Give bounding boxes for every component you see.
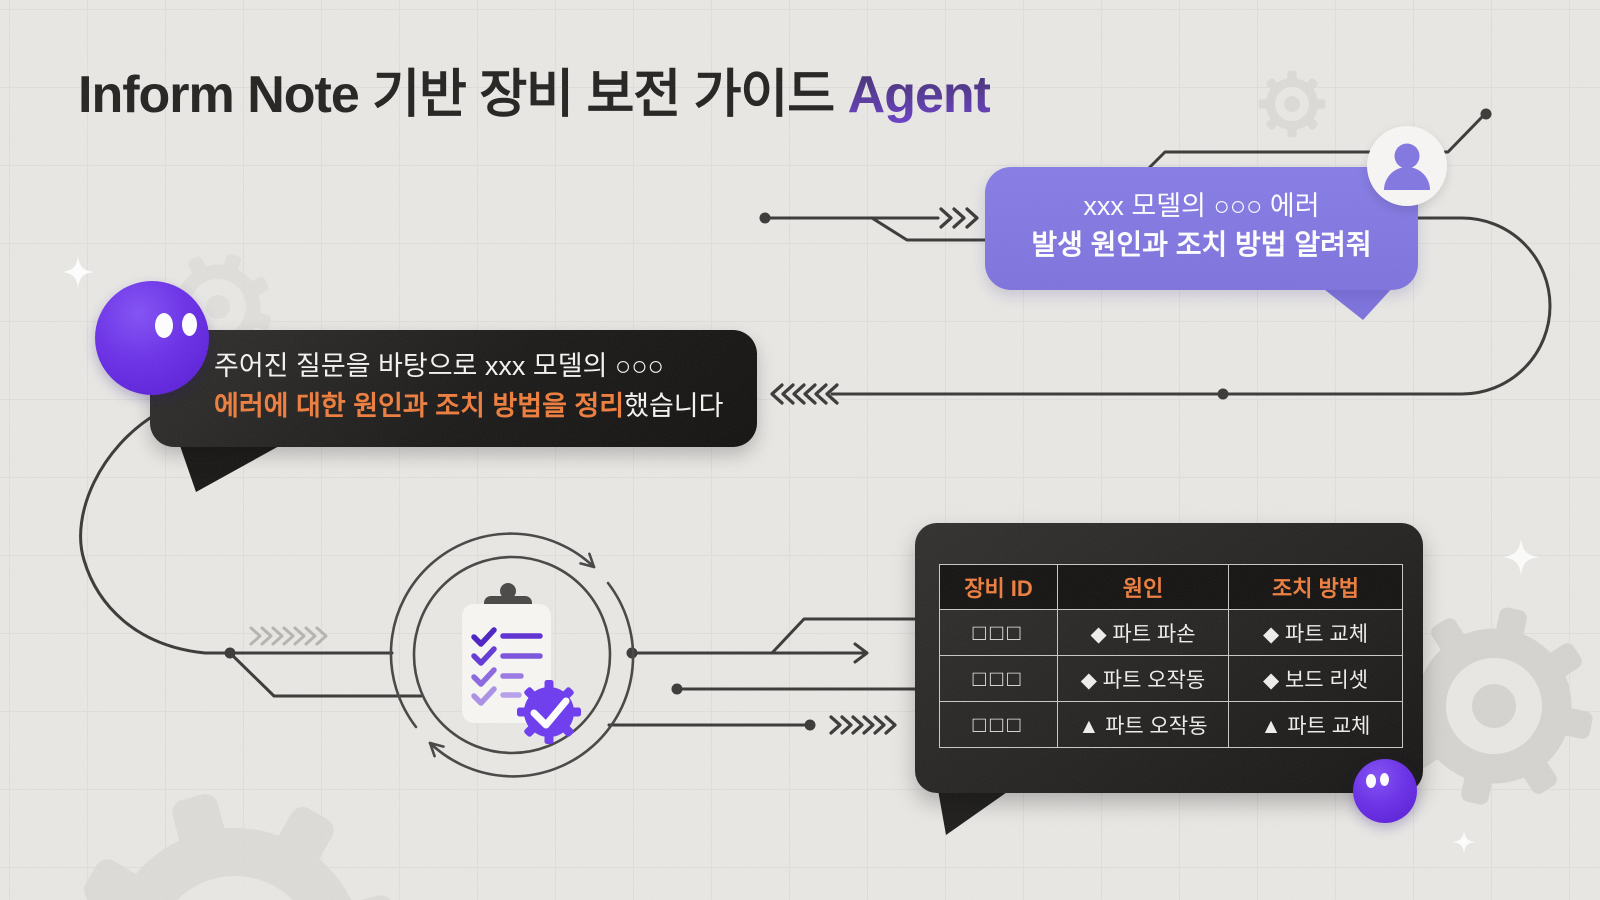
chevron-right-light-icon [249,626,328,646]
connector-line [870,216,992,242]
sparkle-icon [1452,830,1476,854]
chevron-left-icon [770,383,839,405]
cell-action: ◆ 파트 교체 [1228,609,1403,656]
cell-cause: ◆ 파트 파손 [1057,609,1229,656]
table-row: □□□ ◆ 파트 파손 ◆ 파트 교체 [939,609,1403,656]
panel-bubble-tail [938,790,1010,835]
maintenance-result-table: 장비 ID 원인 조치 방법 □□□ ◆ 파트 파손 ◆ 파트 교체 □□□ ◆… [939,564,1403,748]
user-question-line2: 발생 원인과 조치 방법 알려줘 [1031,229,1372,260]
header-action: 조치 방법 [1228,564,1403,610]
cell-cause: ◆ 파트 오작동 [1057,655,1229,702]
agent-answer-highlight: 에러에 대한 원인과 조치 방법을 정리 [214,391,625,421]
agent-answer-line2: 에러에 대한 원인과 조치 방법을 정리했습니다 [214,386,757,426]
chevron-right-icon [829,715,897,735]
agent-answer-rest: 했습니다 [624,391,724,421]
agent-answer-line1: 주어진 질문을 바탕으로 xxx 모델의 ○○○ [214,351,664,381]
cell-equipment-id: □□□ [939,701,1058,748]
sparkle-icon [1502,538,1540,576]
table-header-row: 장비 ID 원인 조치 방법 [939,564,1403,610]
table-row: □□□ ▲ 파트 오작동 ▲ 파트 교체 [939,701,1403,748]
bot-eye [1380,773,1389,786]
header-equipment-id: 장비 ID [939,564,1058,610]
agent-bubble-tail [178,440,290,492]
agent-bot-avatar [95,281,209,395]
bot-eye [155,313,173,338]
header-cause: 원인 [1057,564,1229,610]
verified-gear-badge-icon [517,680,581,744]
gear-icon [1258,70,1326,138]
cycle-arrows-icon [389,532,635,778]
checklist-clipboard-icon [462,583,581,744]
agent-bot-avatar-small [1353,759,1417,823]
page-title-accent: Agent [847,66,991,124]
person-icon [1384,143,1430,190]
chevron-right-icon [939,207,979,229]
user-bubble-tail [1320,286,1394,320]
connector-line [79,411,394,655]
bot-eye [182,313,197,336]
user-avatar [1367,126,1447,206]
agent-answer-bubble: 주어진 질문을 바탕으로 xxx 모델의 ○○○ 에러에 대한 원인과 조치 방… [150,330,757,447]
cell-equipment-id: □□□ [939,655,1058,702]
user-question-bubble: xxx 모델의 ○○○ 에러 발생 원인과 조치 방법 알려줘 [985,167,1418,290]
table-row: □□□ ◆ 파트 오작동 ◆ 보드 리셋 [939,655,1403,702]
result-panel-bubble: 장비 ID 원인 조치 방법 □□□ ◆ 파트 파손 ◆ 파트 교체 □□□ ◆… [915,523,1423,793]
connector-line [228,651,423,698]
cell-cause: ▲ 파트 오작동 [1057,701,1229,748]
cell-equipment-id: □□□ [939,609,1058,656]
user-question-line1: xxx 모델의 ○○○ 에러 [1083,191,1320,221]
cell-action: ◆ 보드 리셋 [1228,655,1403,702]
sparkle-icon [62,256,94,288]
bot-eye [1366,774,1376,788]
arrow-right-icon [853,642,869,664]
connector-line [770,617,917,655]
gear-icon [7,730,463,900]
page-title-main: Inform Note 기반 장비 보전 가이드 [78,66,835,124]
cell-action: ▲ 파트 교체 [1228,701,1403,748]
